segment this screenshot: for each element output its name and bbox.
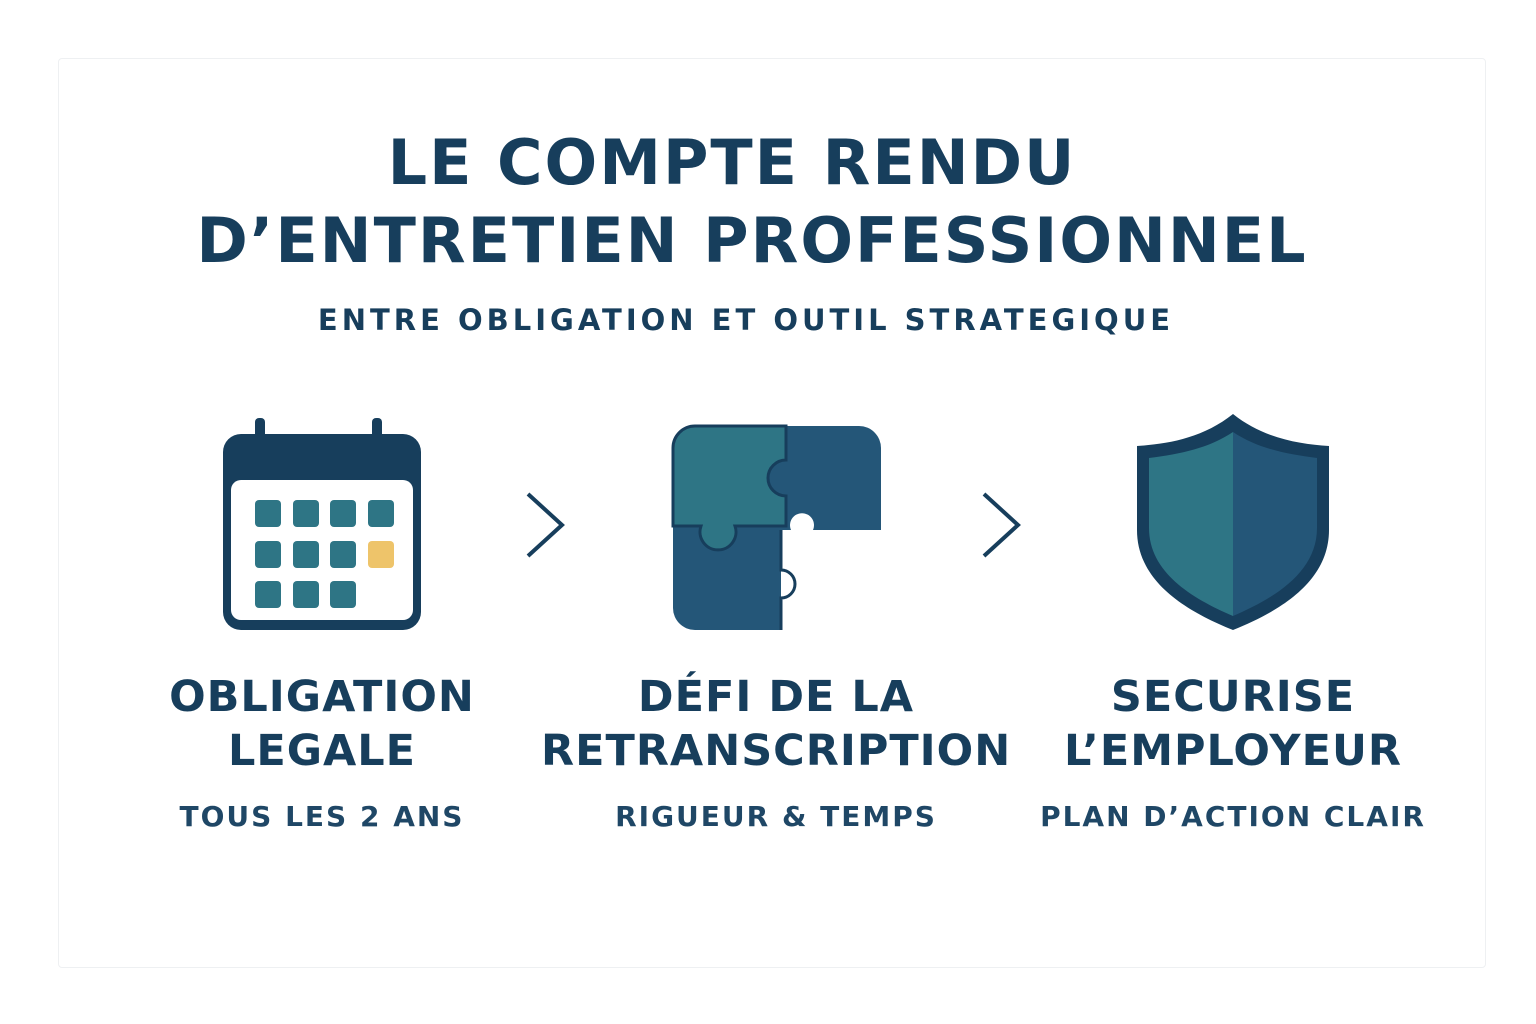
shield-icon <box>1137 414 1329 630</box>
step-detail: TOUS LES 2 ANS <box>179 800 465 833</box>
step-detail: RIGUEUR & TEMPS <box>615 800 937 833</box>
title-line-1: LE COMPTE RENDU <box>387 126 1077 199</box>
calendar-icon <box>223 418 421 630</box>
infographic-card <box>58 58 1486 968</box>
chevron-right-icon <box>526 492 565 558</box>
subtitle: ENTRE OBLIGATION ET OUTIL STRATEGIQUE <box>317 303 1175 337</box>
step-detail: PLAN D’ACTION CLAIR <box>1040 800 1426 833</box>
puzzle-icon <box>671 424 881 630</box>
title-line-2: D’ENTRETIEN PROFESSIONNEL <box>196 204 1308 277</box>
chevron-right-icon <box>982 492 1021 558</box>
